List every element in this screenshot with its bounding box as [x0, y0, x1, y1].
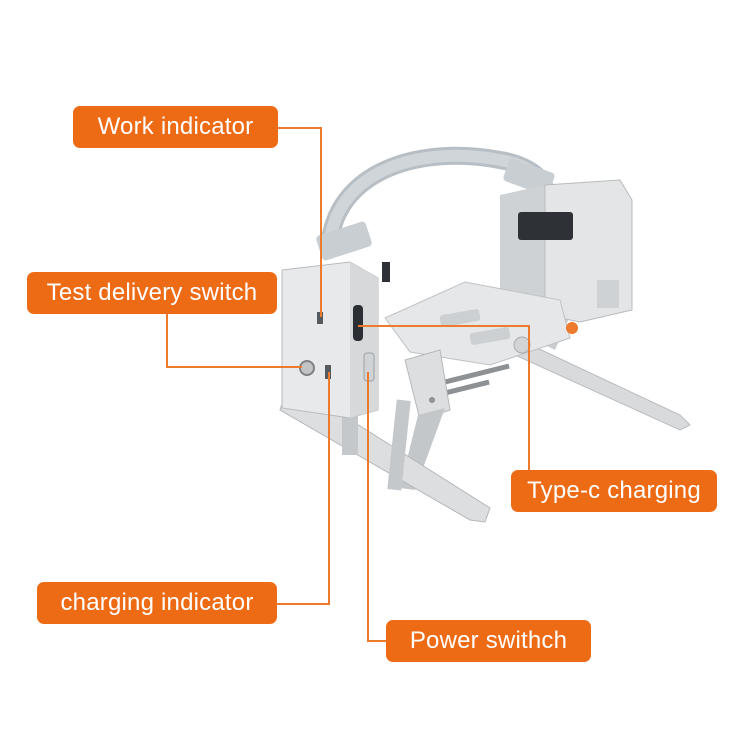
type-c-port	[353, 305, 363, 341]
leader-line-type-c-v	[528, 325, 530, 471]
leader-line-charging-v	[328, 372, 330, 605]
leader-line-type-c-h	[358, 325, 530, 327]
label-charging-indicator: charging indicator	[37, 582, 277, 624]
label-power-switch: Power swithch	[386, 620, 591, 662]
leader-line-power-v	[367, 372, 369, 642]
leader-line-work-indicator-h	[278, 127, 322, 129]
test-delivery-button	[299, 360, 315, 376]
label-type-c-charging: Type-c charging	[511, 470, 717, 512]
label-test-delivery-switch: Test delivery switch	[27, 272, 277, 314]
leader-line-test-delivery-v	[166, 314, 168, 367]
leader-line-power-h	[367, 640, 387, 642]
leader-line-charging-h	[276, 603, 330, 605]
work-indicator-led	[317, 312, 323, 324]
label-work-indicator: Work indicator	[73, 106, 278, 148]
right-module-button	[518, 212, 573, 240]
leader-line-test-delivery-h	[166, 366, 302, 368]
leader-line-work-indicator-v	[320, 127, 322, 317]
power-switch	[363, 352, 375, 382]
